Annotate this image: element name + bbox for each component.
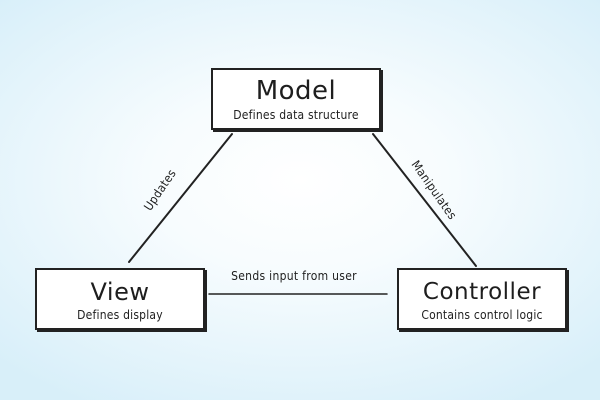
view-box: View Defines display: [35, 268, 205, 330]
model-box: Model Defines data structure: [211, 68, 381, 130]
controller-title: Controller: [422, 279, 542, 305]
edge-label-sends-input: Sends input from user: [231, 269, 357, 283]
controller-box: Controller Contains control logic: [397, 268, 567, 330]
edge-model-view: [128, 133, 233, 263]
model-title: Model: [255, 76, 337, 106]
model-description: Defines data structure: [233, 108, 359, 122]
view-description: Defines display: [77, 308, 163, 322]
edge-model-controller: [372, 133, 477, 267]
view-title: View: [90, 278, 150, 306]
controller-description: Contains control logic: [421, 308, 543, 322]
